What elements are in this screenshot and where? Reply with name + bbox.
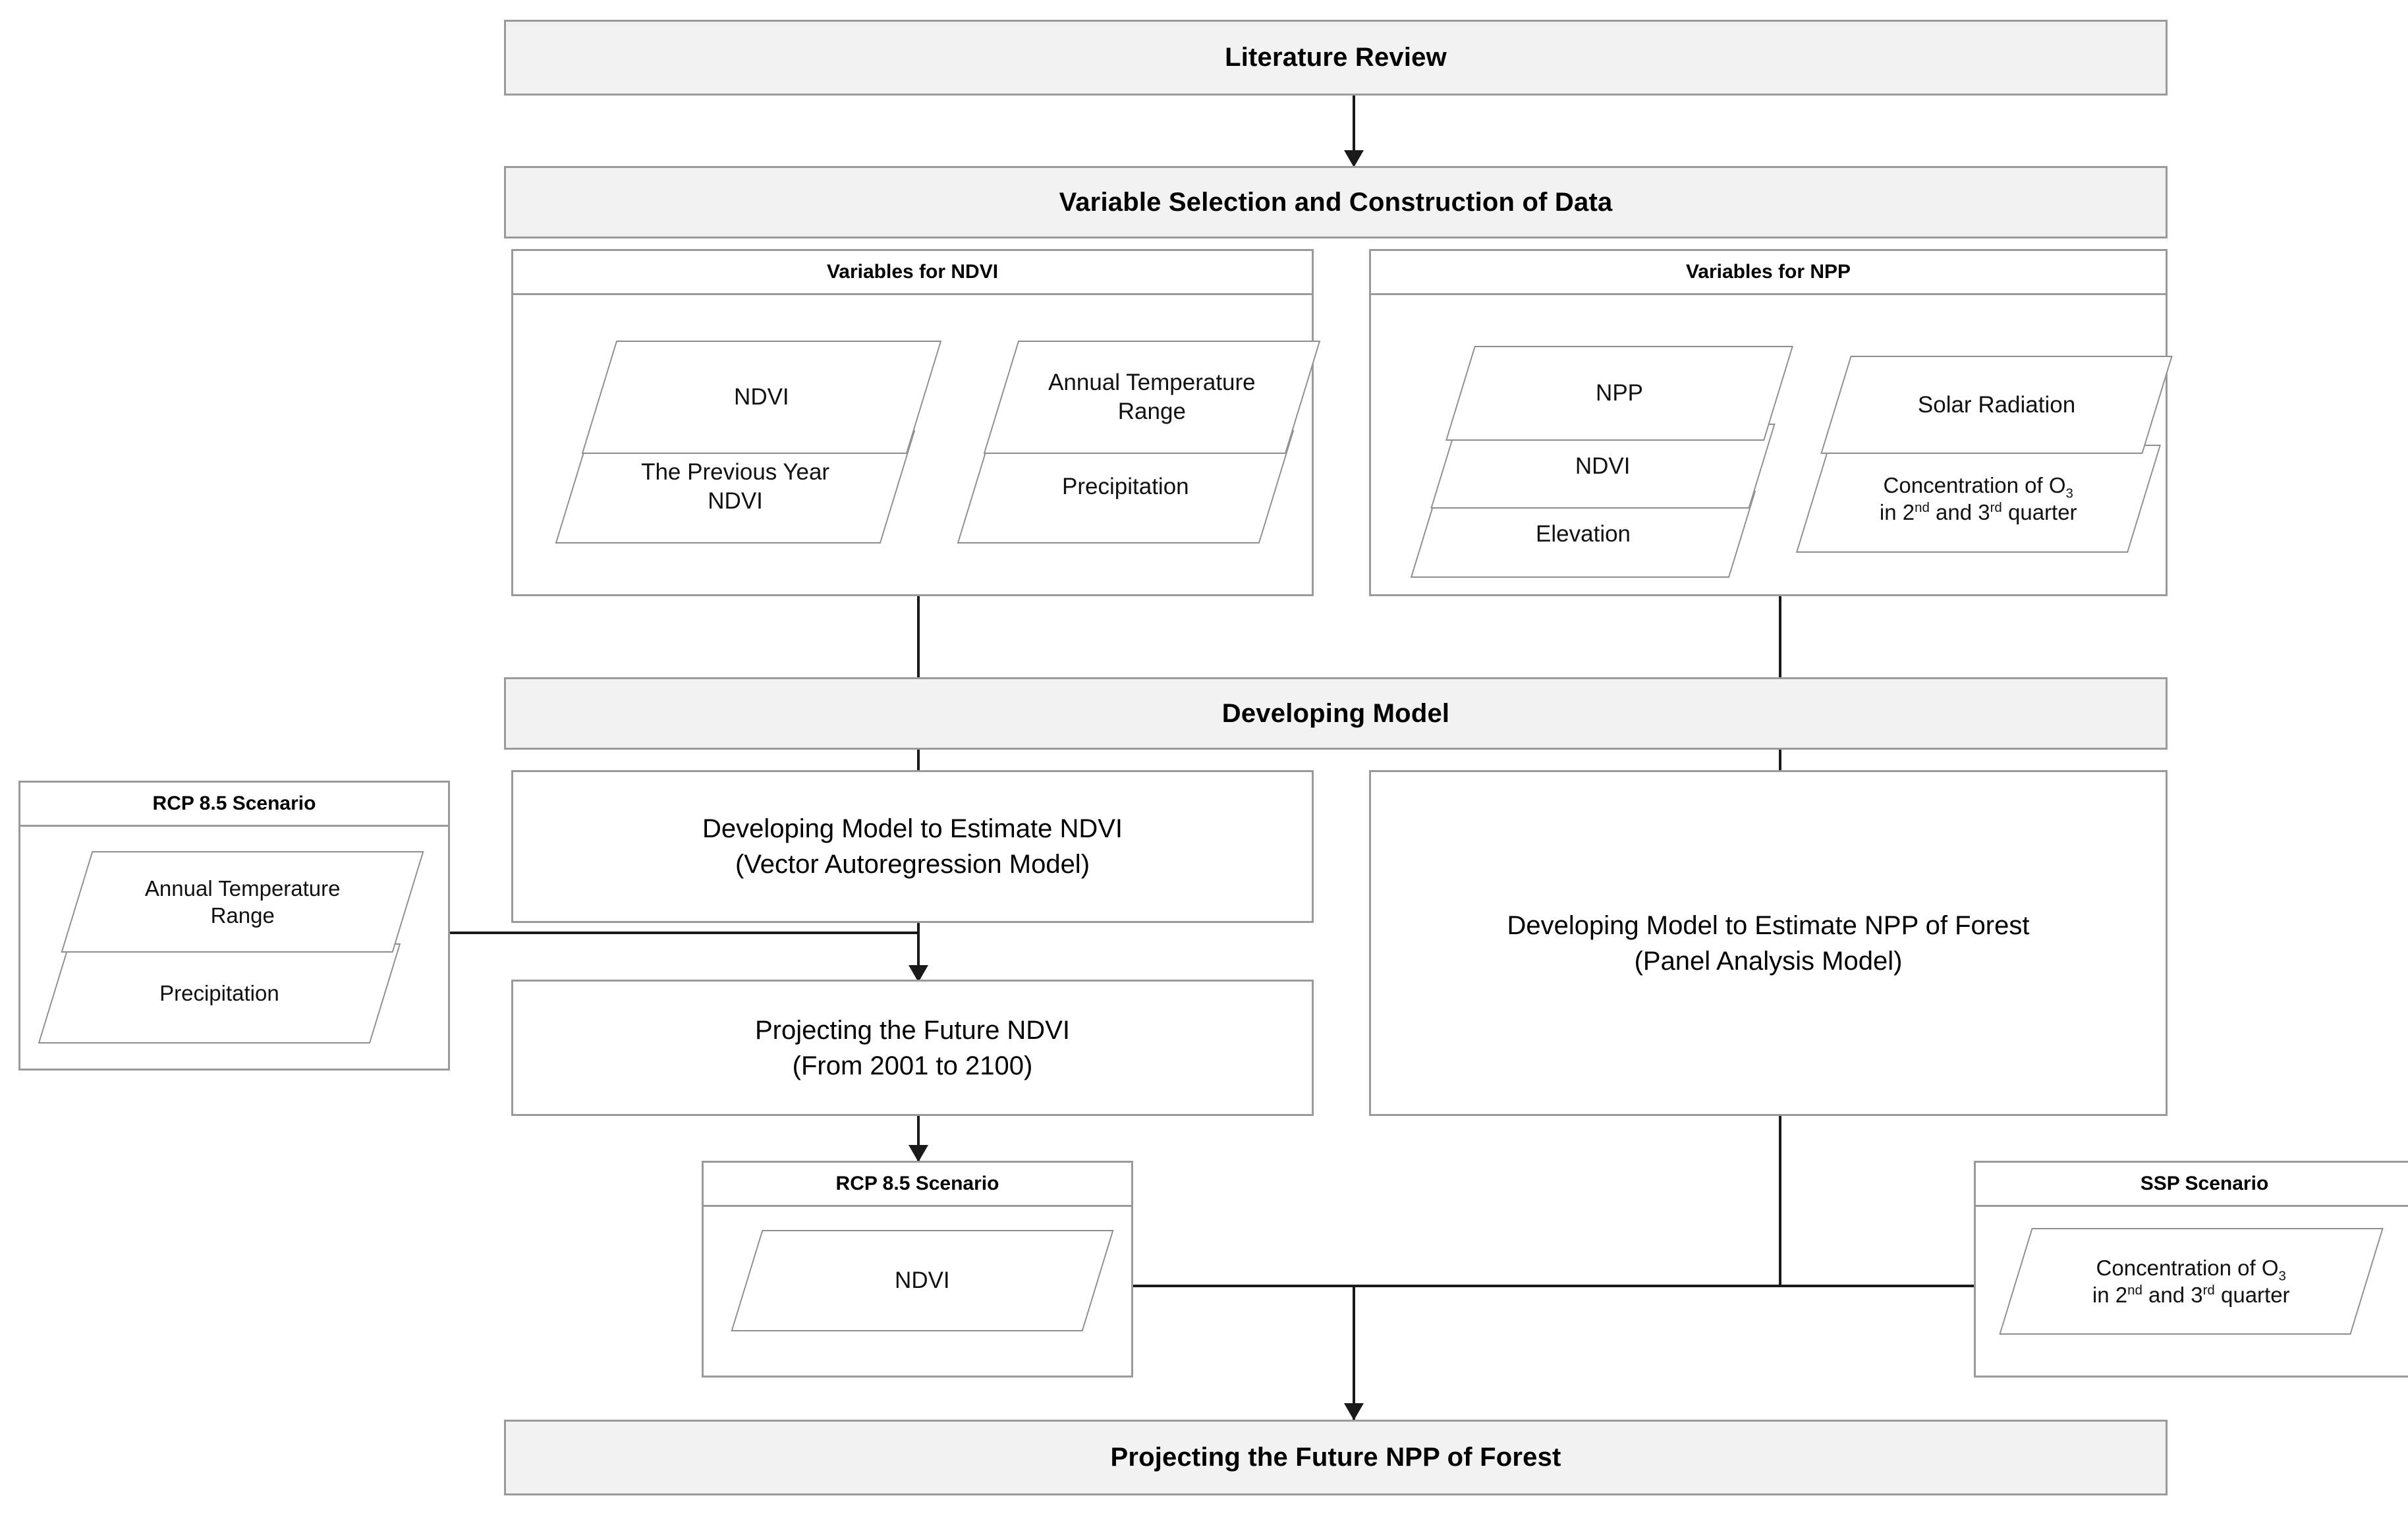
box-developing-ndvi-model: Developing Model to Estimate NDVI (Vecto… xyxy=(511,770,1314,923)
connector-bus-to-projecting-npp-arrowhead xyxy=(1344,1403,1364,1420)
group-scenario-rcp-input: RCP 8.5 Scenario Annual Temperature Rang… xyxy=(18,781,450,1071)
group-scenario-rcp-output: RCP 8.5 Scenario NDVI xyxy=(702,1161,1133,1378)
shape-rcp-precipitation: Precipitation xyxy=(38,943,401,1044)
group-variables-ndvi: Variables for NDVI NDVI The Previous Yea… xyxy=(511,249,1321,596)
group-scenario-ssp-body: Concentration of O3 in 2nd and 3rd quart… xyxy=(1976,1205,2408,1376)
connector-npp-group-to-developing-model xyxy=(1779,596,1781,677)
group-scenario-ssp-title: SSP Scenario xyxy=(1976,1163,2408,1207)
stage-projecting-future-npp: Projecting the Future NPP of Forest xyxy=(504,1420,2168,1495)
shape-ssp-o3-concentration: Concentration of O3 in 2nd and 3rd quart… xyxy=(1999,1228,2384,1335)
ordinal-3rd-ssp: rd xyxy=(2202,1283,2216,1298)
group-variables-ndvi-title: Variables for NDVI xyxy=(513,251,1312,295)
group-scenario-rcp-output-title: RCP 8.5 Scenario xyxy=(704,1163,1131,1207)
ordinal-3rd: rd xyxy=(1990,500,2003,515)
shape-annual-temperature-range: Annual Temperature Range xyxy=(983,341,1321,454)
group-variables-npp-body: NPP NDVI Elevation Solar Radiation Conce… xyxy=(1371,293,2173,594)
connector-scenario-bus xyxy=(1133,1285,1974,1287)
connector-projecting-ndvi-to-rcp-output-arrowhead xyxy=(909,1145,928,1162)
ordinal-2nd: nd xyxy=(1915,500,1930,515)
group-scenario-rcp-input-title: RCP 8.5 Scenario xyxy=(20,783,448,827)
shape-o3-concentration-npp: Concentration of O3 in 2nd and 3rd quart… xyxy=(1795,445,2162,553)
stage-variable-selection: Variable Selection and Construction of D… xyxy=(504,166,2168,238)
o3-subscript: 3 xyxy=(2065,486,2074,501)
ordinal-2nd-ssp: nd xyxy=(2127,1283,2143,1298)
shape-rcp-annual-temperature-range: Annual Temperature Range xyxy=(61,851,424,953)
connector-lit-to-varsel xyxy=(1353,96,1355,165)
stage-literature-review-label: Literature Review xyxy=(1225,43,1447,72)
connector-lit-to-varsel-arrowhead xyxy=(1344,150,1364,167)
connector-ndvi-model-to-projecting-arrowhead xyxy=(909,965,928,982)
shape-solar-radiation: Solar Radiation xyxy=(1820,356,2173,454)
group-variables-npp-title: Variables for NPP xyxy=(1371,251,2166,295)
box-projecting-future-ndvi: Projecting the Future NDVI (From 2001 to… xyxy=(511,980,1314,1116)
stage-projecting-future-npp-label: Projecting the Future NPP of Forest xyxy=(1110,1443,1561,1472)
box-developing-npp-model: Developing Model to Estimate NPP of Fore… xyxy=(1369,770,2168,1116)
o3-subscript-ssp: 3 xyxy=(2278,1268,2287,1284)
stage-literature-review: Literature Review xyxy=(504,20,2168,96)
stage-developing-model: Developing Model xyxy=(504,677,2168,750)
connector-rcp-input-to-projecting-ndvi xyxy=(450,932,918,934)
shape-npp: NPP xyxy=(1445,346,1794,441)
connector-npp-model-to-bus xyxy=(1779,1116,1781,1286)
group-scenario-rcp-input-body: Annual Temperature Range Precipitation xyxy=(20,825,448,1069)
shape-ndvi: NDVI xyxy=(581,341,942,454)
group-scenario-ssp: SSP Scenario Concentration of O3 in 2nd … xyxy=(1974,1161,2408,1378)
connector-projecting-ndvi-to-rcp-output xyxy=(917,1116,920,1163)
stage-variable-selection-label: Variable Selection and Construction of D… xyxy=(1059,187,1613,217)
connector-ndvi-model-to-projecting xyxy=(917,923,920,981)
group-variables-npp: Variables for NPP NPP NDVI Elevation Sol… xyxy=(1369,249,2173,596)
stage-developing-model-label: Developing Model xyxy=(1221,698,1450,728)
group-scenario-rcp-output-body: NDVI xyxy=(704,1205,1131,1376)
connector-ndvi-group-to-developing-model xyxy=(917,596,920,677)
connector-bus-to-projecting-npp xyxy=(1353,1285,1355,1422)
shape-rcp-output-ndvi: NDVI xyxy=(731,1230,1114,1331)
group-variables-ndvi-body: NDVI The Previous Year NDVI Annual Tempe… xyxy=(513,293,1321,594)
